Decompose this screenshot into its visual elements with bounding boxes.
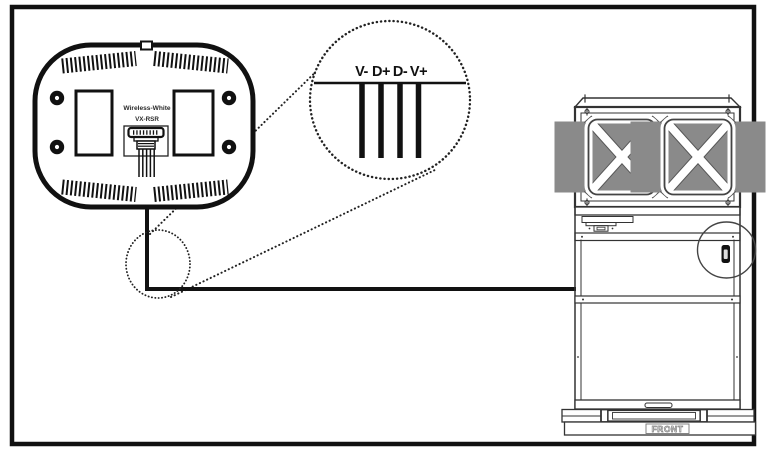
vent-strip-top-left (61, 51, 137, 74)
screw-hole-bottom-left (49, 139, 65, 155)
rail-screw (736, 356, 738, 358)
terminal-wires (359, 84, 422, 158)
band-screw (581, 235, 583, 238)
vent-strip-top-right (153, 51, 229, 74)
device-brand-label: Wireless-White (123, 105, 171, 112)
seam-screw (582, 298, 584, 301)
pallet-block-left (600, 408, 609, 423)
panel-border (663, 118, 733, 196)
callout-leader-line-lower (170, 168, 438, 298)
screw-band-upper (574, 232, 741, 242)
rail-screw (577, 356, 579, 358)
unit-body (574, 206, 741, 412)
port-callout (696, 221, 757, 279)
vent-strip-bottom-right (153, 179, 229, 202)
door-seam-band (574, 295, 741, 304)
device-panel-left (74, 89, 114, 157)
band-screw (732, 235, 734, 238)
bracket-screw-right (611, 227, 614, 230)
connector-wires (138, 149, 155, 177)
screw-hole-top-right (221, 90, 237, 106)
wiring-detail-callout: V- D+ D- V+ (308, 19, 472, 181)
wire-connector (123, 125, 169, 177)
door-handle-slot (644, 402, 673, 408)
x-brace (661, 116, 735, 198)
screw-hole-bottom-right (221, 139, 237, 155)
plug-body (136, 140, 156, 150)
detail-circle (308, 19, 472, 181)
comm-port-slot (723, 249, 728, 259)
device-panel-right (172, 89, 215, 157)
hvac-unit: FRONT (554, 94, 766, 436)
wireless-receiver-device: Wireless-White VX-RSR (32, 40, 256, 210)
cable-corner-callout-circle (125, 229, 191, 299)
bracket-slot (596, 226, 606, 231)
device-vent-slats (61, 51, 229, 202)
pallet-base: FRONT (561, 408, 757, 436)
bracket-screw-left (588, 227, 591, 230)
grille-panel-right (630, 115, 766, 199)
pallet-fork-slot-inner (612, 412, 696, 420)
unit-top-cap (573, 97, 742, 108)
grille-corner-bolts (584, 107, 731, 207)
front-label-box (645, 423, 690, 434)
pallet-block-right (699, 408, 708, 423)
terminal-label-v-minus: V- (355, 64, 368, 80)
vent-strip-bottom-left (61, 179, 137, 202)
front-label-text: FRONT (652, 424, 684, 434)
terminal-label-d-minus: D- (393, 64, 408, 80)
seam-screw (731, 298, 733, 301)
connection-cable (145, 202, 576, 291)
port-callout-circle (696, 221, 757, 279)
device-model-label: VX-RSR (135, 116, 159, 123)
terminal-label-d-plus: D+ (372, 64, 390, 80)
terminal-label-v-plus: V+ (410, 64, 427, 80)
section-divider-band (574, 206, 741, 216)
screw-hole-top-left (49, 90, 65, 106)
dataplate-label (581, 216, 634, 223)
condenser-grille (554, 105, 766, 209)
device-top-notch (140, 40, 153, 51)
